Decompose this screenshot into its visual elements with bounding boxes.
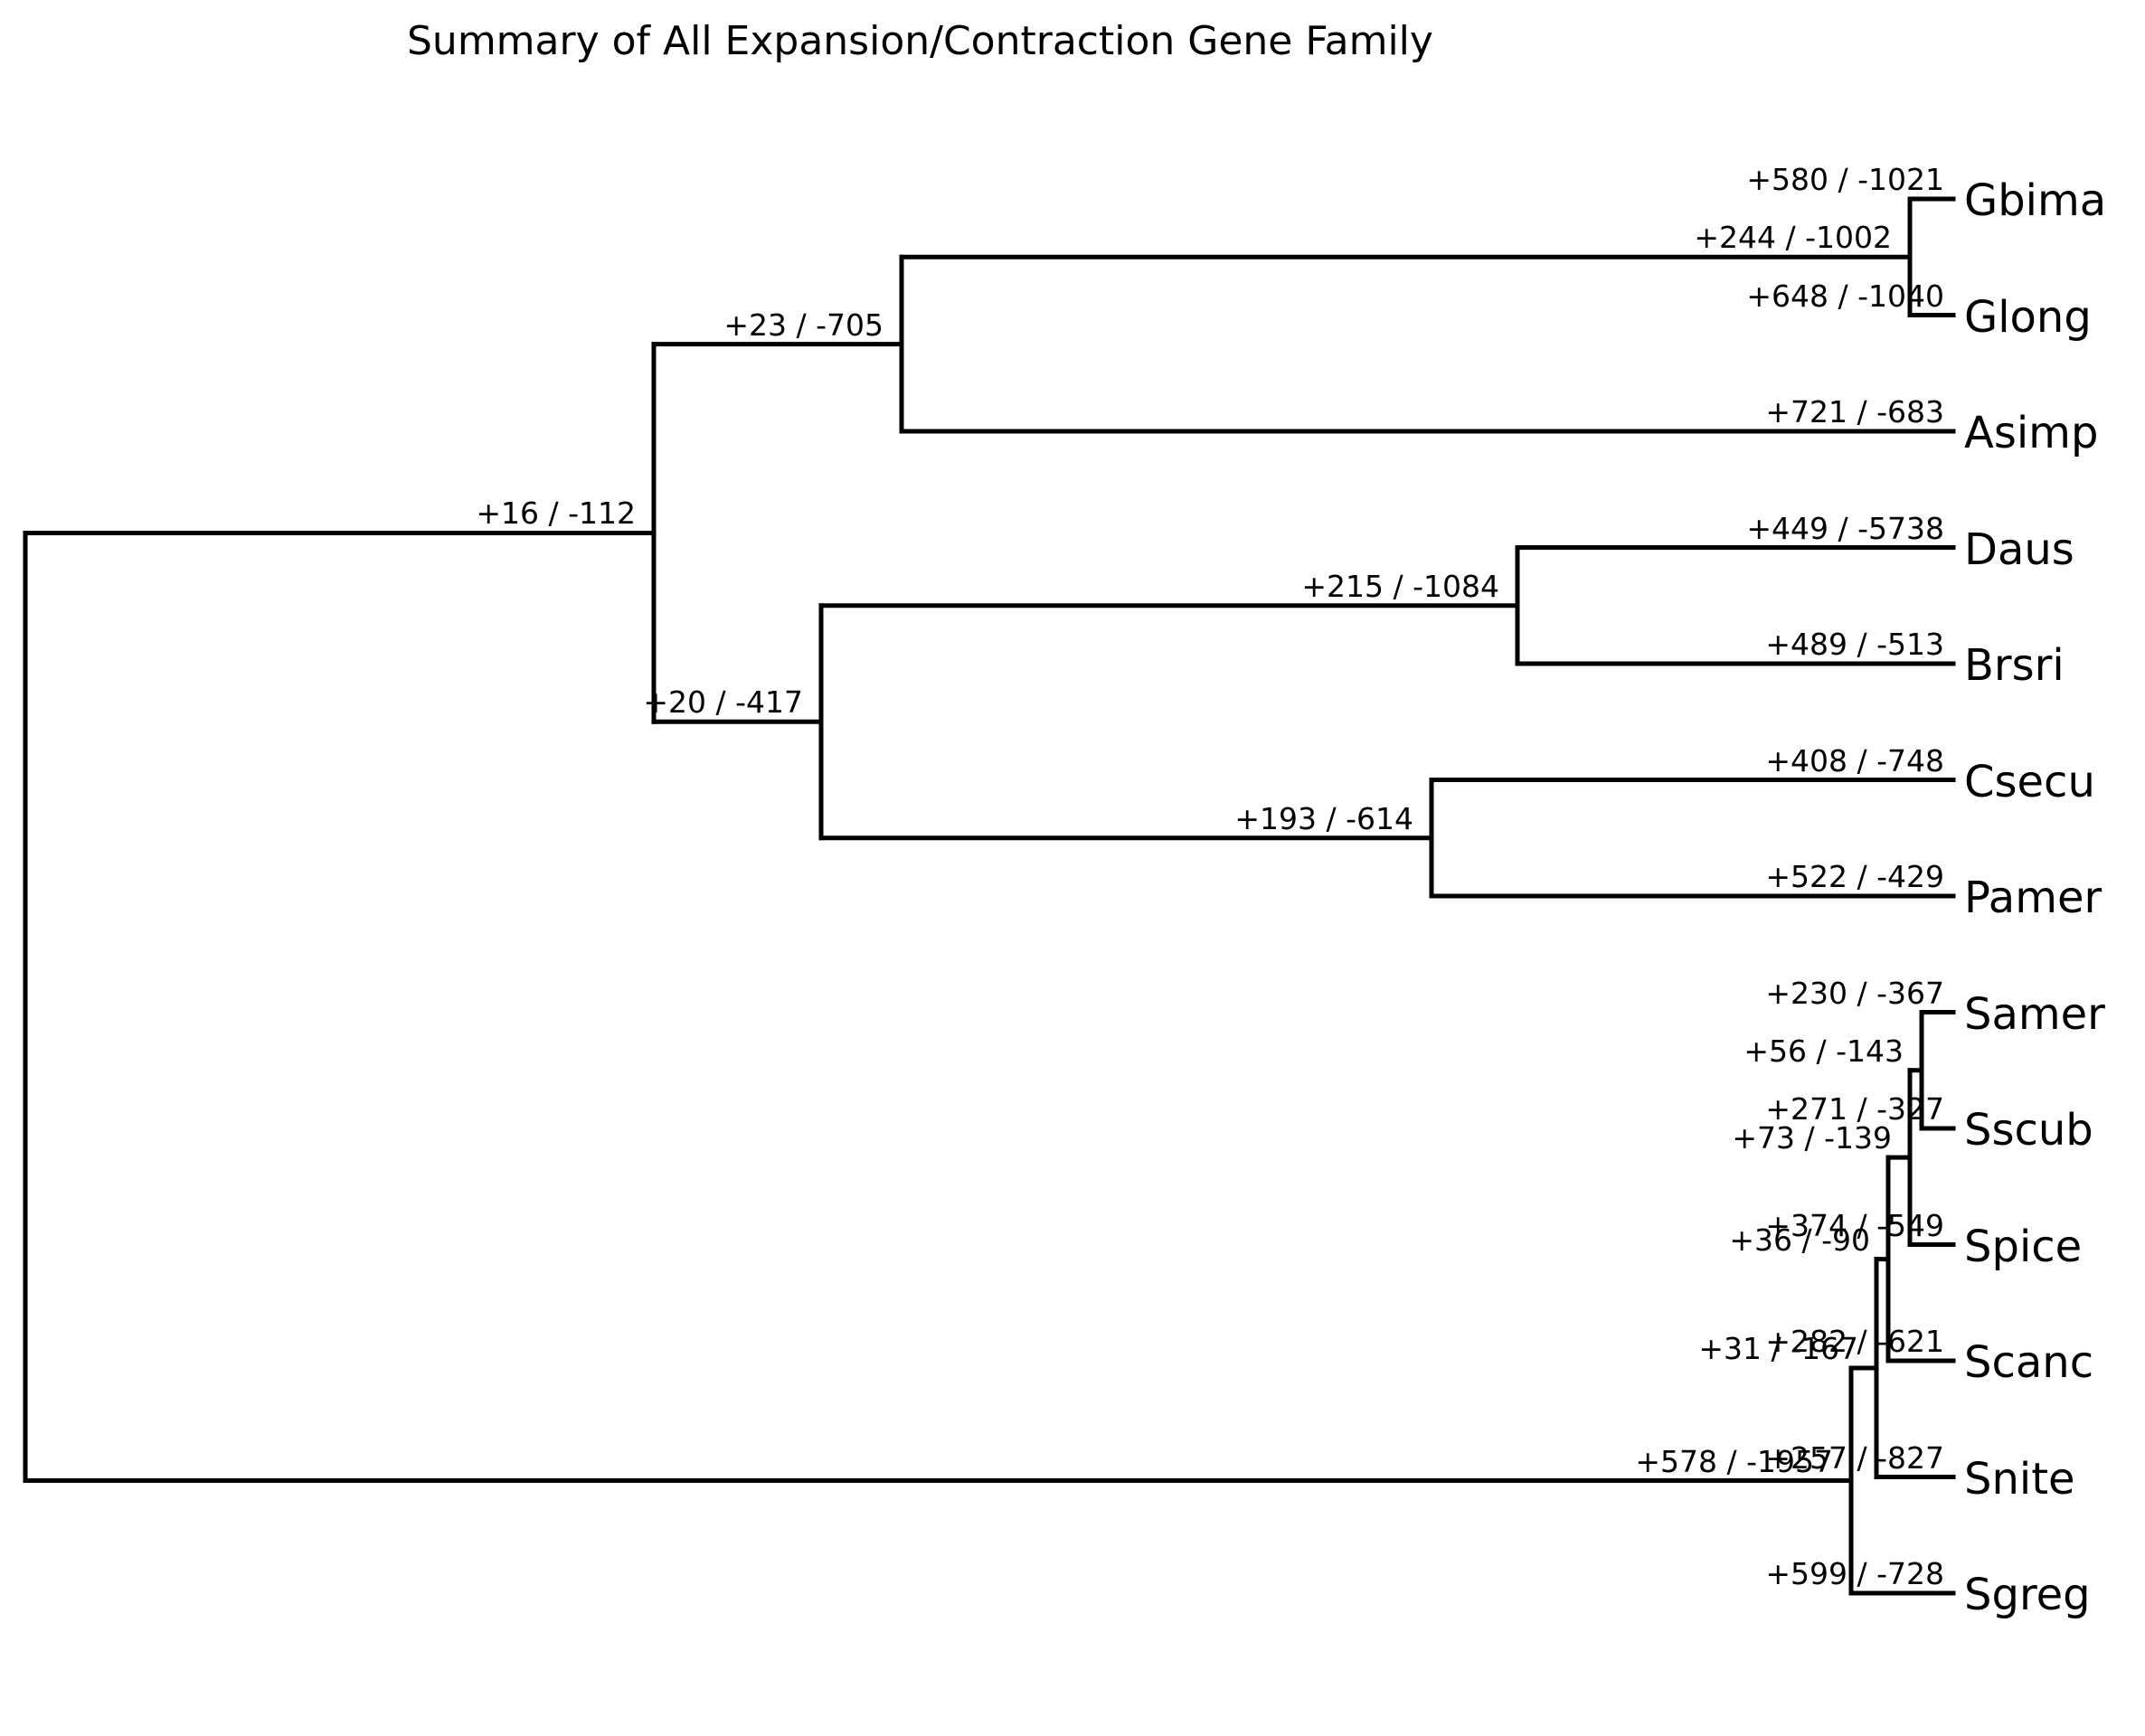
- leaf-label-Asimp: Asimp: [1964, 408, 2099, 458]
- leaf-label-Samer: Samer: [1964, 988, 2105, 1040]
- branch-label-Sgreg: +599 / -728: [1765, 1556, 1944, 1591]
- branch-label-G: +73 / -139: [1732, 1120, 1892, 1156]
- leaf-label-Spice: Spice: [1964, 1221, 2083, 1272]
- leaf-label-Csecu: Csecu: [1964, 756, 2095, 807]
- branch-label-Brsri: +489 / -513: [1765, 627, 1944, 662]
- branch-label-Samer: +230 / -367: [1765, 975, 1944, 1011]
- branch-label-Pamer: +522 / -429: [1765, 859, 1944, 894]
- branch-label-E: +193 / -614: [1234, 800, 1413, 836]
- leaf-label-Pamer: Pamer: [1964, 873, 2102, 923]
- branch-label-K: +244 / -1002: [1694, 220, 1892, 256]
- branch-label-Asimp: +721 / -683: [1765, 394, 1944, 429]
- branch-label-J: +578 / -1957: [1635, 1443, 1833, 1479]
- leaf-label-Gbima: Gbima: [1964, 175, 2107, 226]
- branch-label-A: +16 / -112: [476, 495, 636, 532]
- leaf-label-Glong: Glong: [1964, 291, 2092, 343]
- branch-label-Csecu: +408 / -748: [1765, 742, 1944, 778]
- branch-label-H: +36 / -90: [1729, 1222, 1870, 1258]
- branch-label-F: +56 / -143: [1743, 1033, 1904, 1069]
- branch-label-B: +23 / -705: [723, 307, 884, 343]
- chart-title: Summary of All Expansion/Contraction Gen…: [407, 18, 1433, 64]
- leaf-label-Sscub: Sscub: [1964, 1105, 2093, 1156]
- branch-label-Spice: +374 / -549: [1765, 1207, 1944, 1243]
- branch-label-D: +215 / -1084: [1301, 568, 1499, 604]
- leaf-label-Scanc: Scanc: [1964, 1337, 2094, 1388]
- leaf-label-Daus: Daus: [1964, 524, 2074, 575]
- leaf-label-Sgreg: Sgreg: [1964, 1570, 2091, 1620]
- branch-label-Scanc: +282 / -621: [1765, 1324, 1944, 1359]
- leaf-label-Snite: Snite: [1964, 1453, 2075, 1505]
- branch-label-C: +20 / -417: [643, 684, 803, 721]
- branch-label-Snite: +257 / -827: [1765, 1439, 1944, 1476]
- branch-label-Gbima: +580 / -1021: [1746, 162, 1944, 197]
- leaf-label-Brsri: Brsri: [1964, 640, 2065, 691]
- branch-label-Glong: +648 / -1040: [1746, 278, 1944, 314]
- branch-label-I: +31 / -167: [1698, 1331, 1858, 1367]
- branch-label-Sscub: +271 / -327: [1765, 1091, 1944, 1127]
- branch-label-Daus: +449 / -5738: [1746, 510, 1944, 546]
